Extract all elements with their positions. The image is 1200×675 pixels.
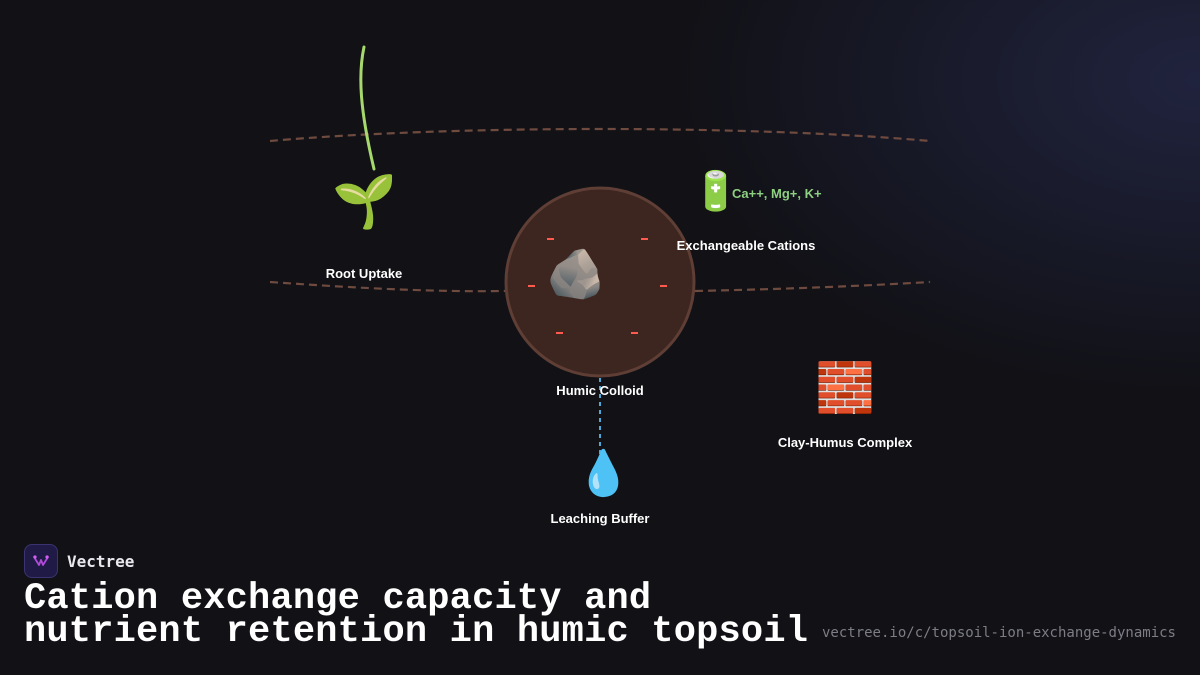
cation-list: Ca++, Mg+, K+ [732, 186, 822, 201]
brand[interactable]: Vectree [24, 544, 134, 578]
root-strand [359, 45, 376, 171]
upper-soil-boundary [269, 127, 931, 143]
title-line: nutrient retention in humic topsoil [24, 611, 809, 653]
exchangeable-cations-label: Exchangeable Cations [676, 238, 816, 253]
negative-charge-marker [631, 332, 638, 334]
negative-charge-marker [528, 285, 535, 287]
leaching-buffer-label: Leaching Buffer [550, 511, 650, 526]
brand-name: Vectree [67, 551, 135, 571]
negative-charge-marker [556, 332, 563, 334]
lower-soil-boundary-right [694, 280, 931, 293]
negative-charge-marker [641, 238, 648, 240]
lower-soil-boundary-left [269, 280, 506, 293]
negative-charge-marker [660, 285, 667, 287]
rock-icon: 🪨 [546, 246, 606, 302]
brick-icon: 🧱 [815, 360, 875, 416]
root-uptake-label: Root Uptake [325, 266, 403, 281]
vectree-logo-icon [24, 544, 58, 578]
humic-colloid-circle [504, 186, 696, 378]
seedling-icon: 🌱 [332, 172, 397, 232]
droplet-icon: 💧 [576, 448, 631, 499]
humic-colloid-label: Humic Colloid [556, 383, 644, 398]
battery-icon: 🔋 [692, 169, 740, 213]
title-line: Cation exchange capacity and [24, 578, 652, 620]
negative-charge-marker [547, 238, 554, 240]
page-title: Cation exchange capacity and nutrient re… [24, 578, 809, 653]
clay-humus-complex-label: Clay-Humus Complex [777, 435, 913, 450]
source-url[interactable]: vectree.io/c/topsoil-ion-exchange-dynami… [821, 625, 1176, 641]
